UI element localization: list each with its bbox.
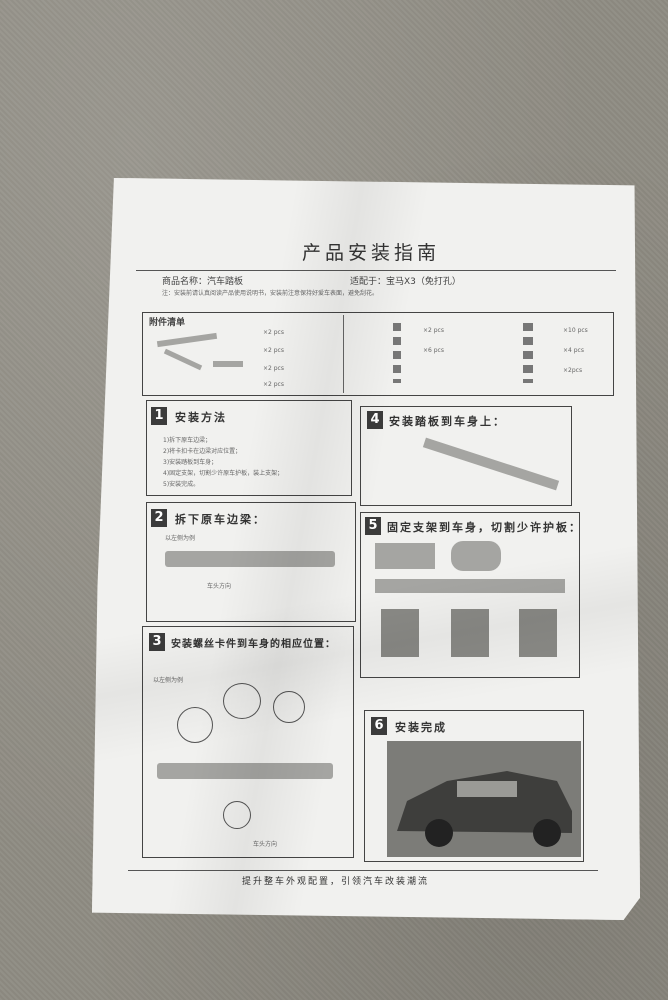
step-1-line-2: 2)将卡扣卡在边梁对应位置； — [163, 448, 242, 455]
fastener-icons-column — [523, 323, 533, 383]
step-3-zoom-circle-3 — [273, 691, 305, 723]
parts-divider — [343, 315, 344, 393]
part-qty-3: ×2 pcs — [263, 365, 284, 372]
instruction-sheet: 产品安装指南 商品名称：汽车踏板 适配于：宝马X3（免打孔） 注：安装前请认真阅… — [92, 178, 640, 920]
step-6-number: 6 — [371, 717, 387, 735]
parts-list-box: 附件清单 ×2 pcs ×2 pcs ×2 pcs ×2 pcs ×2 pcs … — [142, 312, 614, 396]
footer-rule — [128, 870, 598, 871]
side-skirt-illustration — [165, 551, 335, 567]
title-rule — [136, 270, 616, 271]
step-3-skirt-illustration — [157, 763, 333, 779]
part-qty-4: ×2 pcs — [263, 381, 284, 388]
step-3-box: 3 安装螺丝卡件到车身的相应位置： 以左侧为例 车头方向 — [142, 626, 354, 858]
step-3-zoom-circle-1 — [177, 707, 213, 743]
step-4-box: 4 安装踏板到车身上： — [360, 406, 572, 506]
part-qty-7: ×10 pcs — [563, 327, 588, 334]
step-4-title: 安装踏板到车身上： — [389, 415, 506, 428]
step-2-direction: 车头方向 — [207, 583, 232, 590]
part-qty-2: ×2 pcs — [263, 347, 284, 354]
step-4-number: 4 — [367, 411, 383, 429]
step-5-cut-photo-2 — [451, 609, 489, 657]
part-rail-illustration — [156, 332, 218, 348]
step-1-box: 1 安装方法 1)拆下原车边梁； 2)将卡扣卡在边梁对应位置； 3)安装踏板到车… — [146, 400, 352, 496]
step-1-title: 安装方法 — [175, 411, 227, 424]
step-3-direction: 车头方向 — [253, 841, 278, 848]
step-5-skirt-illustration — [375, 579, 565, 593]
part-qty-1: ×2 pcs — [263, 329, 284, 336]
step-1-number: 1 — [151, 407, 167, 425]
step-5-box: 5 固定支架到车身，切割少许护板： — [360, 512, 580, 678]
step-2-box: 2 拆下原车边梁： 以左侧为例 车头方向 — [146, 502, 356, 622]
sheet-title: 产品安装指南 — [302, 242, 441, 264]
install-note: 注：安装前请认真阅读产品使用说明书，安装前注意保持好爱车表面，避免刮花。 — [162, 290, 379, 297]
step-5-detail-photo — [375, 543, 435, 569]
step-2-title: 拆下原车边梁： — [175, 513, 266, 526]
step-6-box: 6 安装完成 — [364, 710, 584, 862]
finished-car-photo — [387, 741, 581, 857]
step-6-title: 安装完成 — [395, 721, 447, 734]
step-1-line-1: 1)拆下原车边梁； — [163, 437, 212, 444]
step-3-number: 3 — [149, 633, 165, 651]
part-clip-illustration — [213, 361, 243, 367]
parts-list-title: 附件清单 — [149, 318, 186, 328]
part-qty-5: ×2 pcs — [423, 327, 444, 334]
step-1-line-4: 4)固定支架，切割少许原车护板，装上支架； — [163, 470, 284, 477]
screw-icons-column — [393, 323, 401, 383]
running-board-illustration — [422, 437, 560, 491]
step-3-zoom-circle-2 — [223, 683, 261, 719]
step-3-clip-circle — [223, 801, 251, 829]
part-qty-9: ×2pcs — [563, 367, 583, 374]
step-5-cut-photo-3 — [519, 609, 557, 657]
step-5-number: 5 — [365, 517, 381, 535]
step-1-line-5: 5)安装完成。 — [163, 481, 200, 488]
footer-slogan: 提升整车外观配置，引领汽车改装潮流 — [242, 877, 430, 887]
step-5-cut-photo-1 — [381, 609, 419, 657]
step-2-subtitle: 以左侧为例 — [165, 535, 196, 542]
step-3-title: 安装螺丝卡件到车身的相应位置： — [171, 639, 336, 650]
step-3-subtitle: 以左侧为例 — [153, 677, 184, 684]
step-2-number: 2 — [151, 509, 167, 527]
step-5-bracket-photo — [451, 541, 501, 571]
step-1-line-3: 3)安装踏板到车身； — [163, 459, 218, 466]
part-bracket-illustration — [163, 348, 203, 371]
applicable-model: 适配于：宝马X3（免打孔） — [350, 277, 461, 287]
part-qty-6: ×6 pcs — [423, 347, 444, 354]
car-silhouette-icon — [397, 771, 572, 847]
step-5-title: 固定支架到车身，切割少许护板： — [387, 521, 582, 534]
part-qty-8: ×4 pcs — [563, 347, 584, 354]
product-name: 商品名称：汽车踏板 — [162, 277, 244, 287]
